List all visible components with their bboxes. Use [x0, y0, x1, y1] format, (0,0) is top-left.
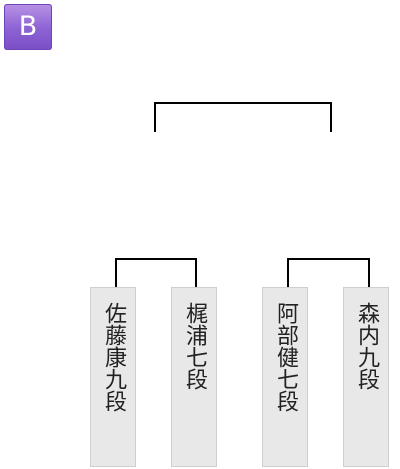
semifinal-right-bracket-line: [287, 258, 370, 287]
player-card: 佐藤康九段: [90, 287, 136, 467]
player-card: 森内九段: [343, 287, 389, 467]
player-card: 梶浦七段: [171, 287, 217, 467]
player-name: 森内九段: [354, 302, 379, 390]
block-badge: B: [4, 4, 52, 50]
block-letter: B: [18, 11, 38, 42]
final-bracket-line: [154, 102, 332, 132]
semifinal-left-bracket-line: [115, 258, 197, 287]
player-name: 梶浦七段: [182, 302, 207, 390]
player-card: 阿部健七段: [262, 287, 308, 467]
player-name: 阿部健七段: [273, 302, 298, 412]
player-name: 佐藤康九段: [101, 302, 126, 412]
